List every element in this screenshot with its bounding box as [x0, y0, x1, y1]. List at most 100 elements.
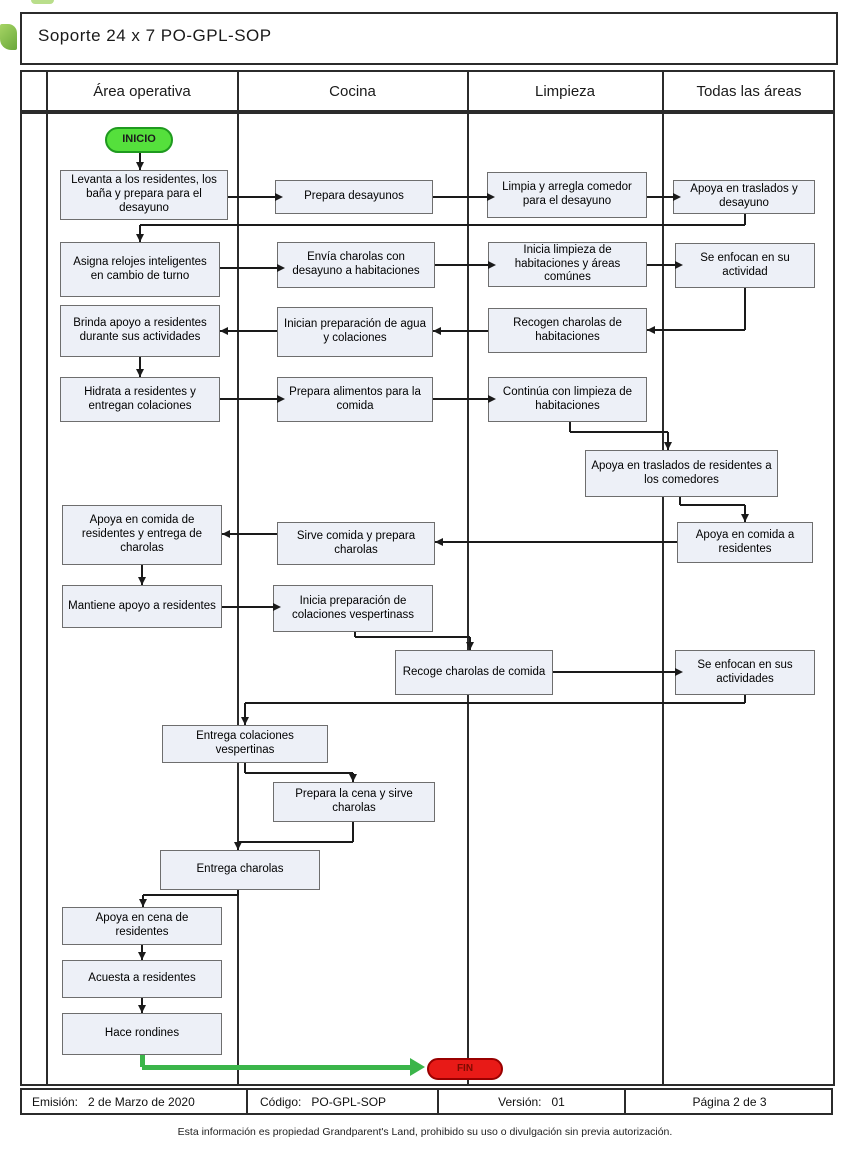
arrowhead-icon: [348, 774, 357, 782]
flow-edge: [352, 822, 354, 842]
arrowhead-icon: [740, 514, 749, 522]
flow-edge: [220, 330, 277, 332]
lane-header-cocina: Cocina: [329, 82, 376, 100]
process-node: Prepara la cena y sirve charolas: [273, 782, 435, 822]
footer-emision-label: Emisión:: [32, 1094, 79, 1109]
process-node: Mantiene apoyo a residentes: [62, 585, 222, 628]
lane-divider: [662, 70, 664, 1086]
logo-leaf-icon: [0, 24, 17, 50]
process-node: Hidrata a residentes y entregan colacion…: [60, 377, 220, 422]
lane-header-area-operativa: Área operativa: [93, 82, 191, 100]
flow-edge: [143, 894, 238, 896]
arrowhead-icon: [277, 394, 285, 403]
arrowhead-icon: [488, 394, 496, 403]
lane-header-row: [20, 70, 835, 112]
process-node: Levanta a los residentes, los baña y pre…: [60, 170, 228, 220]
flow-edge: [355, 636, 470, 638]
arrowhead-icon: [137, 577, 146, 585]
arrowhead-icon: [137, 1005, 146, 1013]
footer-version: Versión: 01: [439, 1088, 624, 1115]
flow-edge: [139, 153, 141, 170]
flow-edge: [433, 398, 488, 400]
footer-pagina: Página 2 de 3: [692, 1094, 767, 1109]
process-node: Brinda apoyo a residentes durante sus ac…: [60, 305, 220, 357]
flow-edge: [435, 264, 488, 266]
arrowhead-icon: [663, 442, 672, 450]
process-node: Se enfocan en su actividad: [675, 243, 815, 288]
process-node: Apoya en traslados de residentes a los c…: [585, 450, 778, 497]
process-node: Recogen charolas de habitaciones: [488, 308, 647, 353]
arrowhead-icon: [135, 369, 144, 377]
process-node: Asigna relojes inteligentes en cambio de…: [60, 242, 220, 297]
flow-edge: [141, 565, 143, 585]
flow-edge: [647, 264, 675, 266]
flow-edge: [744, 288, 746, 330]
flow-edge: [222, 533, 277, 535]
flow-edge: [354, 632, 356, 637]
flow-edge: [744, 695, 746, 703]
footer-emision-value: 2 de Marzo de 2020: [88, 1094, 195, 1109]
arrowhead-icon: [410, 1058, 425, 1076]
footer-codigo: Código: PO-GPL-SOP: [248, 1088, 435, 1115]
process-node: Continúa con limpieza de habitaciones: [488, 377, 647, 422]
arrowhead-icon: [277, 263, 285, 272]
arrowhead-icon: [465, 642, 474, 650]
flow-edge: [222, 606, 273, 608]
arrowhead-icon: [273, 602, 281, 611]
arrowhead-icon: [433, 326, 441, 335]
arrowhead-icon: [135, 162, 144, 170]
start-node: INICIO: [105, 127, 173, 153]
footer-divider: [624, 1088, 626, 1115]
footer-row: [20, 1088, 833, 1115]
flow-edge: [433, 196, 487, 198]
flow-edge: [679, 497, 681, 505]
arrowhead-icon: [275, 192, 283, 201]
flow-edge: [433, 330, 488, 332]
process-node: Acuesta a residentes: [62, 960, 222, 998]
arrowhead-icon: [675, 667, 683, 676]
process-node: Apoya en traslados y desayuno: [673, 180, 815, 214]
process-node: Inicia preparación de colaciones vespert…: [273, 585, 433, 632]
end-node: FIN: [427, 1058, 503, 1080]
arrowhead-icon: [138, 899, 147, 907]
flow-edge: [744, 214, 746, 225]
flow-edge: [435, 541, 677, 543]
lane-divider: [237, 70, 239, 1086]
process-node: Limpia y arregla comedor para el desayun…: [487, 172, 647, 218]
flow-edge: [220, 398, 277, 400]
flow-edge: [139, 1055, 145, 1067]
process-node: Apoya en comida a residentes: [677, 522, 813, 563]
arrowhead-icon: [222, 529, 230, 538]
footer-divider: [246, 1088, 248, 1115]
process-node: Apoya en cena de residentes: [62, 907, 222, 945]
process-node: Envía charolas con desayuno a habitacion…: [277, 242, 435, 288]
arrowhead-icon: [435, 537, 443, 546]
arrowhead-icon: [233, 842, 242, 850]
flow-edge: [220, 267, 277, 269]
process-node: Prepara alimentos para la comida: [277, 377, 433, 422]
flow-edge: [667, 432, 669, 450]
arrowhead-icon: [647, 325, 655, 334]
arrowhead-icon: [673, 192, 681, 201]
flow-edge: [139, 225, 141, 242]
disclaimer-text: Esta información es propiedad Grandparen…: [177, 1126, 673, 1138]
flow-edge: [228, 196, 275, 198]
process-node: Inicia limpieza de habitaciones y áreas …: [488, 242, 647, 287]
flow-edge: [244, 763, 246, 773]
process-node: Hace rondines: [62, 1013, 222, 1055]
footer-divider: [437, 1088, 439, 1115]
footer-version-value: 01: [551, 1094, 565, 1109]
lane-divider: [467, 70, 469, 1086]
arrowhead-icon: [675, 260, 683, 269]
process-node: Inician preparación de agua y colaciones: [277, 307, 433, 357]
flow-edge: [238, 841, 353, 843]
arrowhead-icon: [487, 192, 495, 201]
process-node: Sirve comida y prepara charolas: [277, 522, 435, 565]
process-node: Se enfocan en sus actividades: [675, 650, 815, 695]
process-node: Entrega charolas: [160, 850, 320, 890]
lane-divider: [46, 70, 48, 1086]
flow-body-frame: [20, 112, 835, 1086]
flow-edge: [570, 431, 668, 433]
arrowhead-icon: [240, 717, 249, 725]
